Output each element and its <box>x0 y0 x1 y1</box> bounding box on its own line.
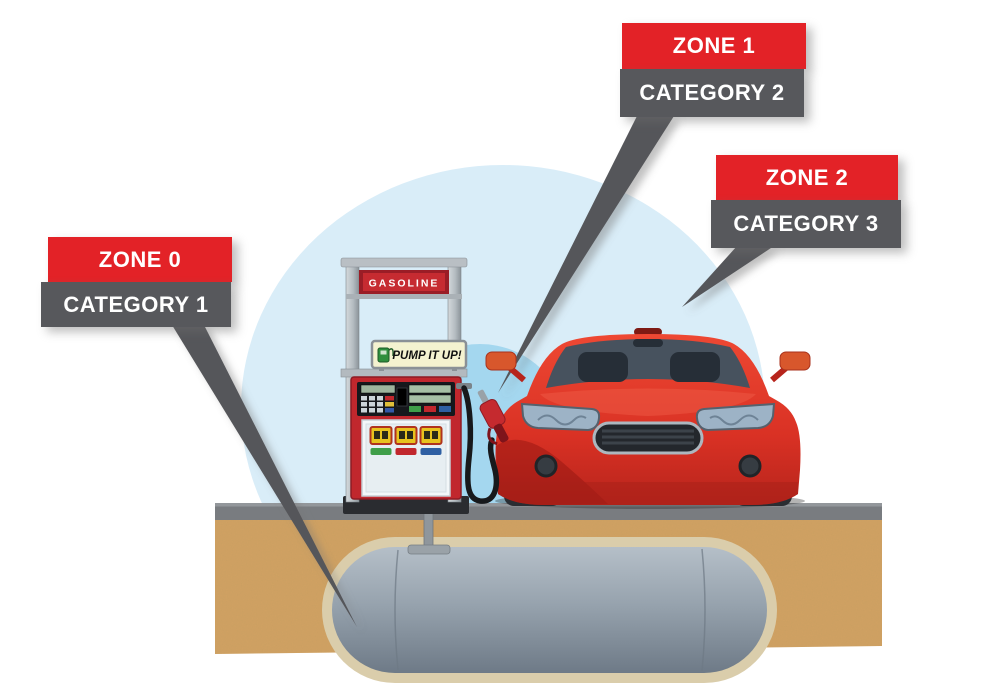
pump-volume-display <box>408 394 452 404</box>
zone-2-tail <box>682 246 774 307</box>
zone-0-tail <box>172 325 357 627</box>
nozzle-guard <box>487 427 498 446</box>
callout-tails <box>172 116 774 627</box>
tank-seam-right <box>701 548 706 672</box>
pump-keypad <box>361 396 383 413</box>
gasoline-sign <box>363 273 445 291</box>
nozzle-handle <box>493 423 509 443</box>
grade-pill-green <box>370 448 392 455</box>
car-bumper-shade <box>498 482 798 505</box>
pipe-flange <box>407 544 451 555</box>
grade-button-green <box>409 406 421 412</box>
car-seat-right <box>670 352 720 382</box>
fill-pipe <box>407 511 451 555</box>
pump-frame-sign-bar <box>346 294 462 299</box>
gas-pump-icon <box>377 347 394 363</box>
zone-1-tail <box>498 116 674 393</box>
zone-2-label: ZONE 2 <box>716 155 898 200</box>
pump-price-display <box>408 384 452 394</box>
category-1-label: CATEGORY 1 <box>41 282 231 327</box>
fuel-nozzle <box>477 389 509 446</box>
car <box>485 328 811 509</box>
underground-fuel-tank <box>322 537 777 683</box>
fuel-hose <box>461 385 500 504</box>
tank-seam-left <box>394 549 399 671</box>
grade-button-red <box>424 406 436 412</box>
ad-sign-board <box>370 339 468 370</box>
grade-pill-blue <box>420 448 442 455</box>
fuel-hose-assembly <box>461 385 509 504</box>
category-3-label: CATEGORY 3 <box>711 200 901 248</box>
grade-pill-red <box>395 448 417 455</box>
pump-frame-top-bar <box>340 257 468 268</box>
pump-base <box>343 496 469 514</box>
car-antenna <box>634 328 662 336</box>
gasoline-sign-text: GASOLINE <box>369 278 440 290</box>
ad-sign: PUMP IT UP! <box>370 339 468 371</box>
car-foglight-right <box>738 454 762 478</box>
car-mirror-right <box>770 351 811 383</box>
car-seat-left <box>578 352 628 382</box>
grade-button-blue <box>439 406 451 412</box>
fuel-grade-selectors <box>369 426 443 455</box>
zone-1-label: ZONE 1 <box>622 23 806 69</box>
car-mirror-left <box>485 351 526 383</box>
pump-door <box>361 419 451 497</box>
car-foglight-left <box>534 454 558 478</box>
car-grille <box>592 421 704 455</box>
pump-control-panel <box>357 382 455 416</box>
nozzle-spout <box>477 389 490 405</box>
tank-body <box>332 547 767 673</box>
ad-sign-text: PUMP IT UP! <box>392 350 461 362</box>
pump-frame-shelf <box>340 368 468 378</box>
rearview-mirror <box>633 339 663 347</box>
gas-pump: GASOLINE PUMP IT UP! <box>340 257 472 514</box>
car-headlight-right <box>695 402 776 432</box>
category-2-label: CATEGORY 2 <box>620 69 804 117</box>
car-headlight-left <box>520 402 601 432</box>
zone-0-label: ZONE 0 <box>48 237 232 282</box>
